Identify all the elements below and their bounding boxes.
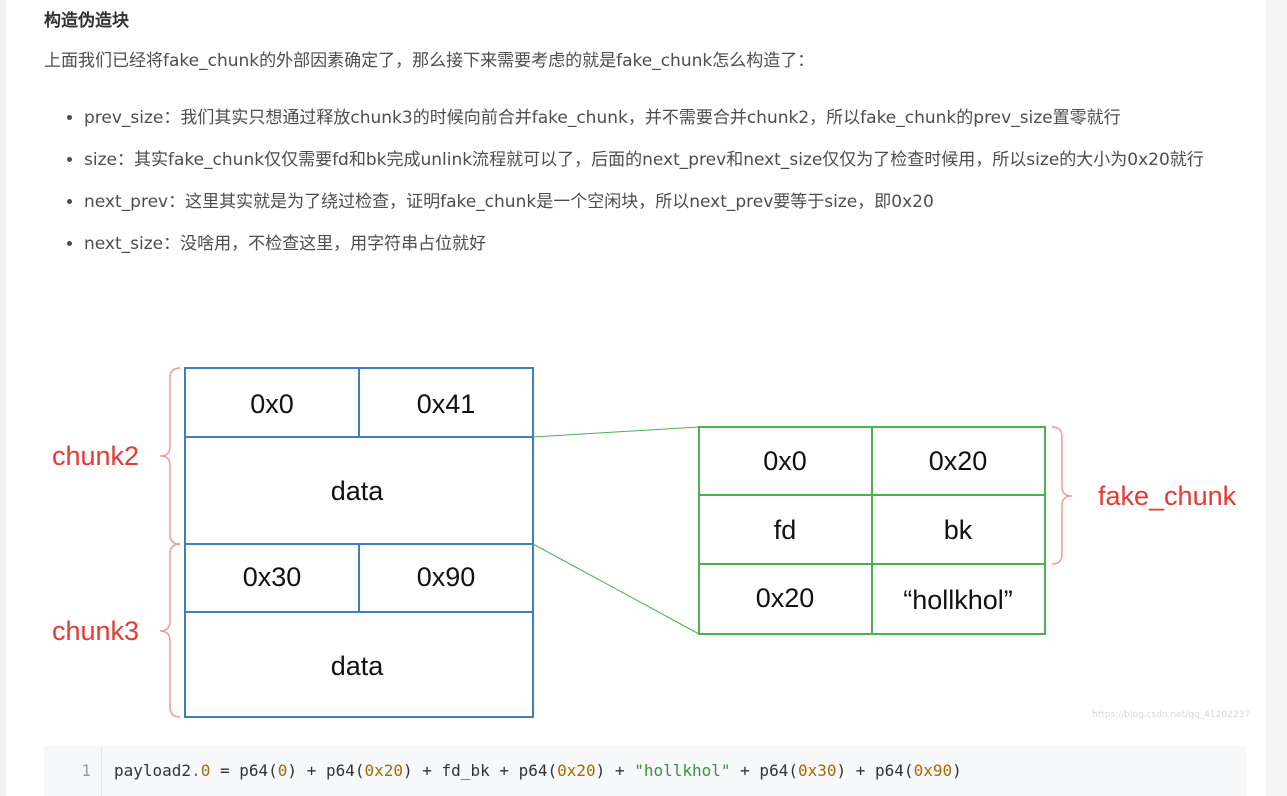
code-op: = p64( [210, 761, 278, 780]
fake-chunk-bracket [1051, 426, 1073, 565]
code-num: 0 [277, 761, 288, 780]
code-num: 0x20 [364, 761, 404, 780]
chunk3-data-cell: data [331, 651, 385, 681]
code-line[interactable]: payload2.0 = p64(0) + p64(0x20) + fd_bk … [114, 746, 962, 796]
chunk2-data-cell: data [331, 476, 385, 506]
code-dot: . [191, 761, 201, 780]
bullet-next-size: next_size：没啥用，不检查这里，用字符串占位就好 [84, 228, 1269, 260]
code-op: ) + p64( [836, 761, 914, 780]
code-op: ) [952, 761, 962, 780]
image-watermark: https://blog.csdn.net/qq_41202237 [1092, 710, 1251, 720]
right-scrollbar-track[interactable] [1266, 0, 1287, 796]
heap-chunk-diagram: 0x0 0x41 data 0x30 0x90 data chunk2 chun… [52, 367, 1237, 718]
intro-paragraph: 上面我们已经将fake_chunk的外部因素确定了，那么接下来需要考虑的就是fa… [44, 51, 815, 71]
chunk3-prev-size-cell: 0x30 [243, 562, 302, 592]
code-num: 0x20 [557, 761, 596, 780]
bullet-prev-size: prev_size：我们其实只想通过释放chunk3的时候向前合并fake_ch… [84, 102, 1269, 134]
fake-chunk-next-size-cell: “hollkhol” [903, 585, 1013, 615]
chunk3-bracket [159, 543, 181, 718]
fake-chunk-bk-cell: bk [944, 515, 973, 545]
code-string: "hollkhol" [634, 761, 731, 780]
bullet-list: prev_size：我们其实只想通过释放chunk3的时候向前合并fake_ch… [60, 102, 1269, 270]
fake-chunk-next-prev-cell: 0x20 [756, 583, 815, 613]
code-num: 0 [200, 761, 211, 780]
section-title: 构造伪造块 [44, 11, 129, 31]
chunk2-label: chunk2 [52, 441, 139, 471]
code-block: 1 payload2.0 = p64(0) + p64(0x20) + fd_b… [44, 746, 1246, 796]
chunk2-size-cell: 0x41 [417, 389, 476, 419]
fake-chunk-fd-cell: fd [774, 515, 797, 545]
left-page-rail [0, 0, 6, 796]
code-var: payload2 [114, 761, 192, 780]
code-op: ) + [595, 761, 635, 780]
chunk3-label: chunk3 [52, 616, 139, 646]
chunk2-bracket [159, 367, 181, 545]
fake-chunk-size-cell: 0x20 [929, 446, 988, 476]
connector-bottom [532, 543, 700, 635]
fake-chunk-prev-size-cell: 0x0 [763, 446, 807, 476]
bullet-size: size：其实fake_chunk仅仅需要fd和bk完成unlink流程就可以了… [84, 144, 1269, 176]
fake-chunk-label: fake_chunk [1098, 481, 1237, 511]
line-number: 1 [44, 746, 102, 796]
code-num: 0x30 [797, 761, 837, 780]
chunk2-prev-size-cell: 0x0 [250, 389, 294, 419]
bullet-next-prev: next_prev：这里其实就是为了绕过检查，证明fake_chunk是一个空闲… [84, 186, 1269, 218]
code-op: + p64( [730, 761, 798, 780]
connector-top [532, 426, 700, 438]
code-op: ) + p64( [287, 761, 365, 780]
chunk3-size-cell: 0x90 [417, 562, 476, 592]
code-op: ) + fd_bk + p64( [403, 761, 558, 780]
code-num: 0x90 [913, 761, 953, 780]
